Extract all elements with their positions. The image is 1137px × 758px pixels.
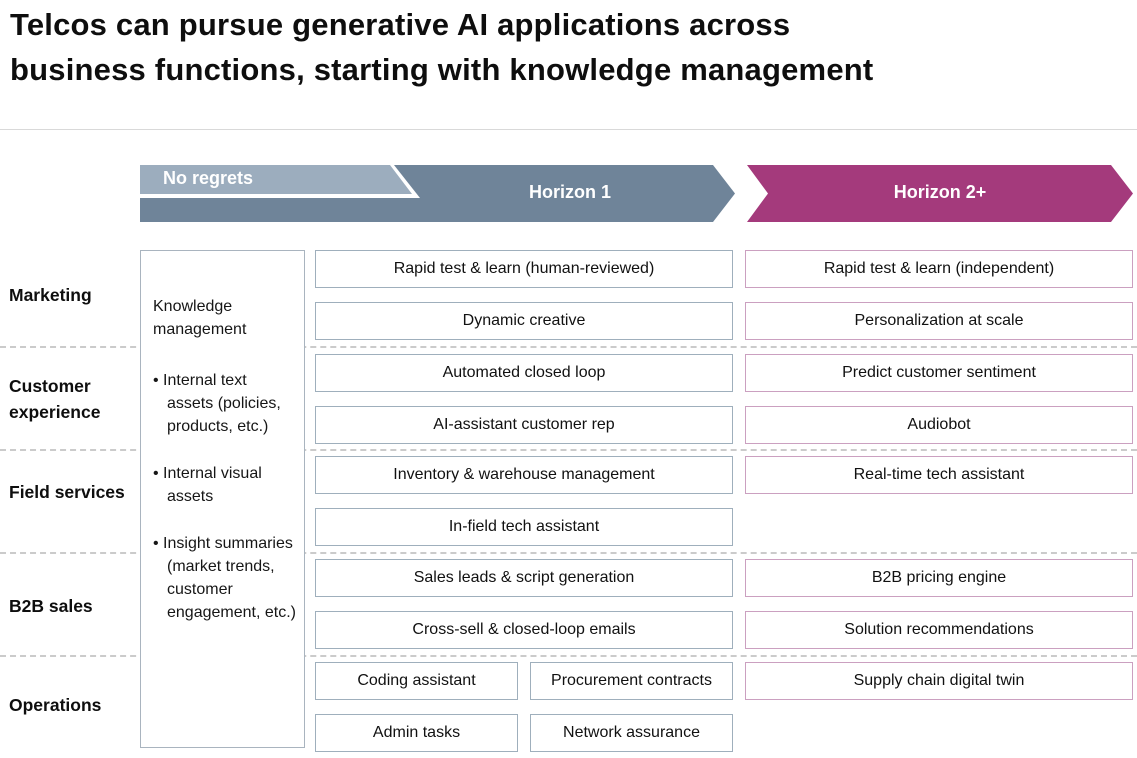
application-box-h1: Automated closed loop	[315, 354, 733, 392]
application-box-h1: Procurement contracts	[530, 662, 733, 700]
application-box-h2: Supply chain digital twin	[745, 662, 1133, 700]
application-box-h1: Coding assistant	[315, 662, 518, 700]
title-divider	[0, 129, 1137, 130]
application-box-h2: B2B pricing engine	[745, 559, 1133, 597]
no-regrets-arrow	[140, 165, 412, 194]
application-box-h1: Cross-sell & closed-loop emails	[315, 611, 733, 649]
row-label-customer-experience: Customer experience	[9, 376, 101, 422]
application-box-h1: Dynamic creative	[315, 302, 733, 340]
horizon1-label: Horizon 1	[528, 182, 611, 202]
row-label-operations: Operations	[9, 695, 102, 715]
row-separator	[0, 552, 1137, 554]
row-label-b2b-sales: B2B sales	[9, 596, 93, 616]
row-separator	[0, 449, 1137, 451]
application-box-h2: Personalization at scale	[745, 302, 1133, 340]
application-box-h1: Inventory & warehouse management	[315, 456, 733, 494]
knowledge-box-heading: Knowledge management	[153, 298, 247, 338]
application-box-h1: Sales leads & script generation	[315, 559, 733, 597]
application-box-h2: Predict customer sentiment	[745, 354, 1133, 392]
knowledge-box-bullet-list: Internal text assets (policies, products…	[153, 369, 296, 624]
application-box-h1: Rapid test & learn (human-reviewed)	[315, 250, 733, 288]
row-separator	[0, 655, 1137, 657]
horizon2-label: Horizon 2+	[893, 182, 987, 202]
no-regrets-label: No regrets	[163, 168, 254, 188]
application-box-h1: Network assurance	[530, 714, 733, 752]
row-label-marketing: Marketing	[9, 285, 92, 305]
knowledge-bullet: Internal text assets (policies, products…	[153, 369, 296, 438]
knowledge-bullet: Internal visual assets	[153, 462, 296, 508]
application-box-h1: Admin tasks	[315, 714, 518, 752]
horizon2-arrow	[747, 165, 1133, 222]
application-box-h2: Audiobot	[745, 406, 1133, 444]
application-box-h2: Real-time tech assistant	[745, 456, 1133, 494]
application-box-h2: Rapid test & learn (independent)	[745, 250, 1133, 288]
row-separator	[0, 346, 1137, 348]
horizon-header: No regrets Horizon 1 Horizon 2+	[0, 165, 1137, 222]
application-box-h1: In-field tech assistant	[315, 508, 733, 546]
page-title: Telcos can pursue generative AI applicat…	[10, 2, 1130, 92]
page-title-line1: Telcos can pursue generative AI applicat…	[10, 7, 791, 42]
row-label-field-services: Field services	[9, 482, 125, 502]
application-box-h1: AI-assistant customer rep	[315, 406, 733, 444]
knowledge-management-box: Knowledge management Internal text asset…	[140, 250, 305, 748]
page-title-line2: business functions, starting with knowle…	[10, 52, 874, 87]
knowledge-bullet: Insight summaries (market trends, custom…	[153, 532, 296, 624]
application-box-h2: Solution recommendations	[745, 611, 1133, 649]
